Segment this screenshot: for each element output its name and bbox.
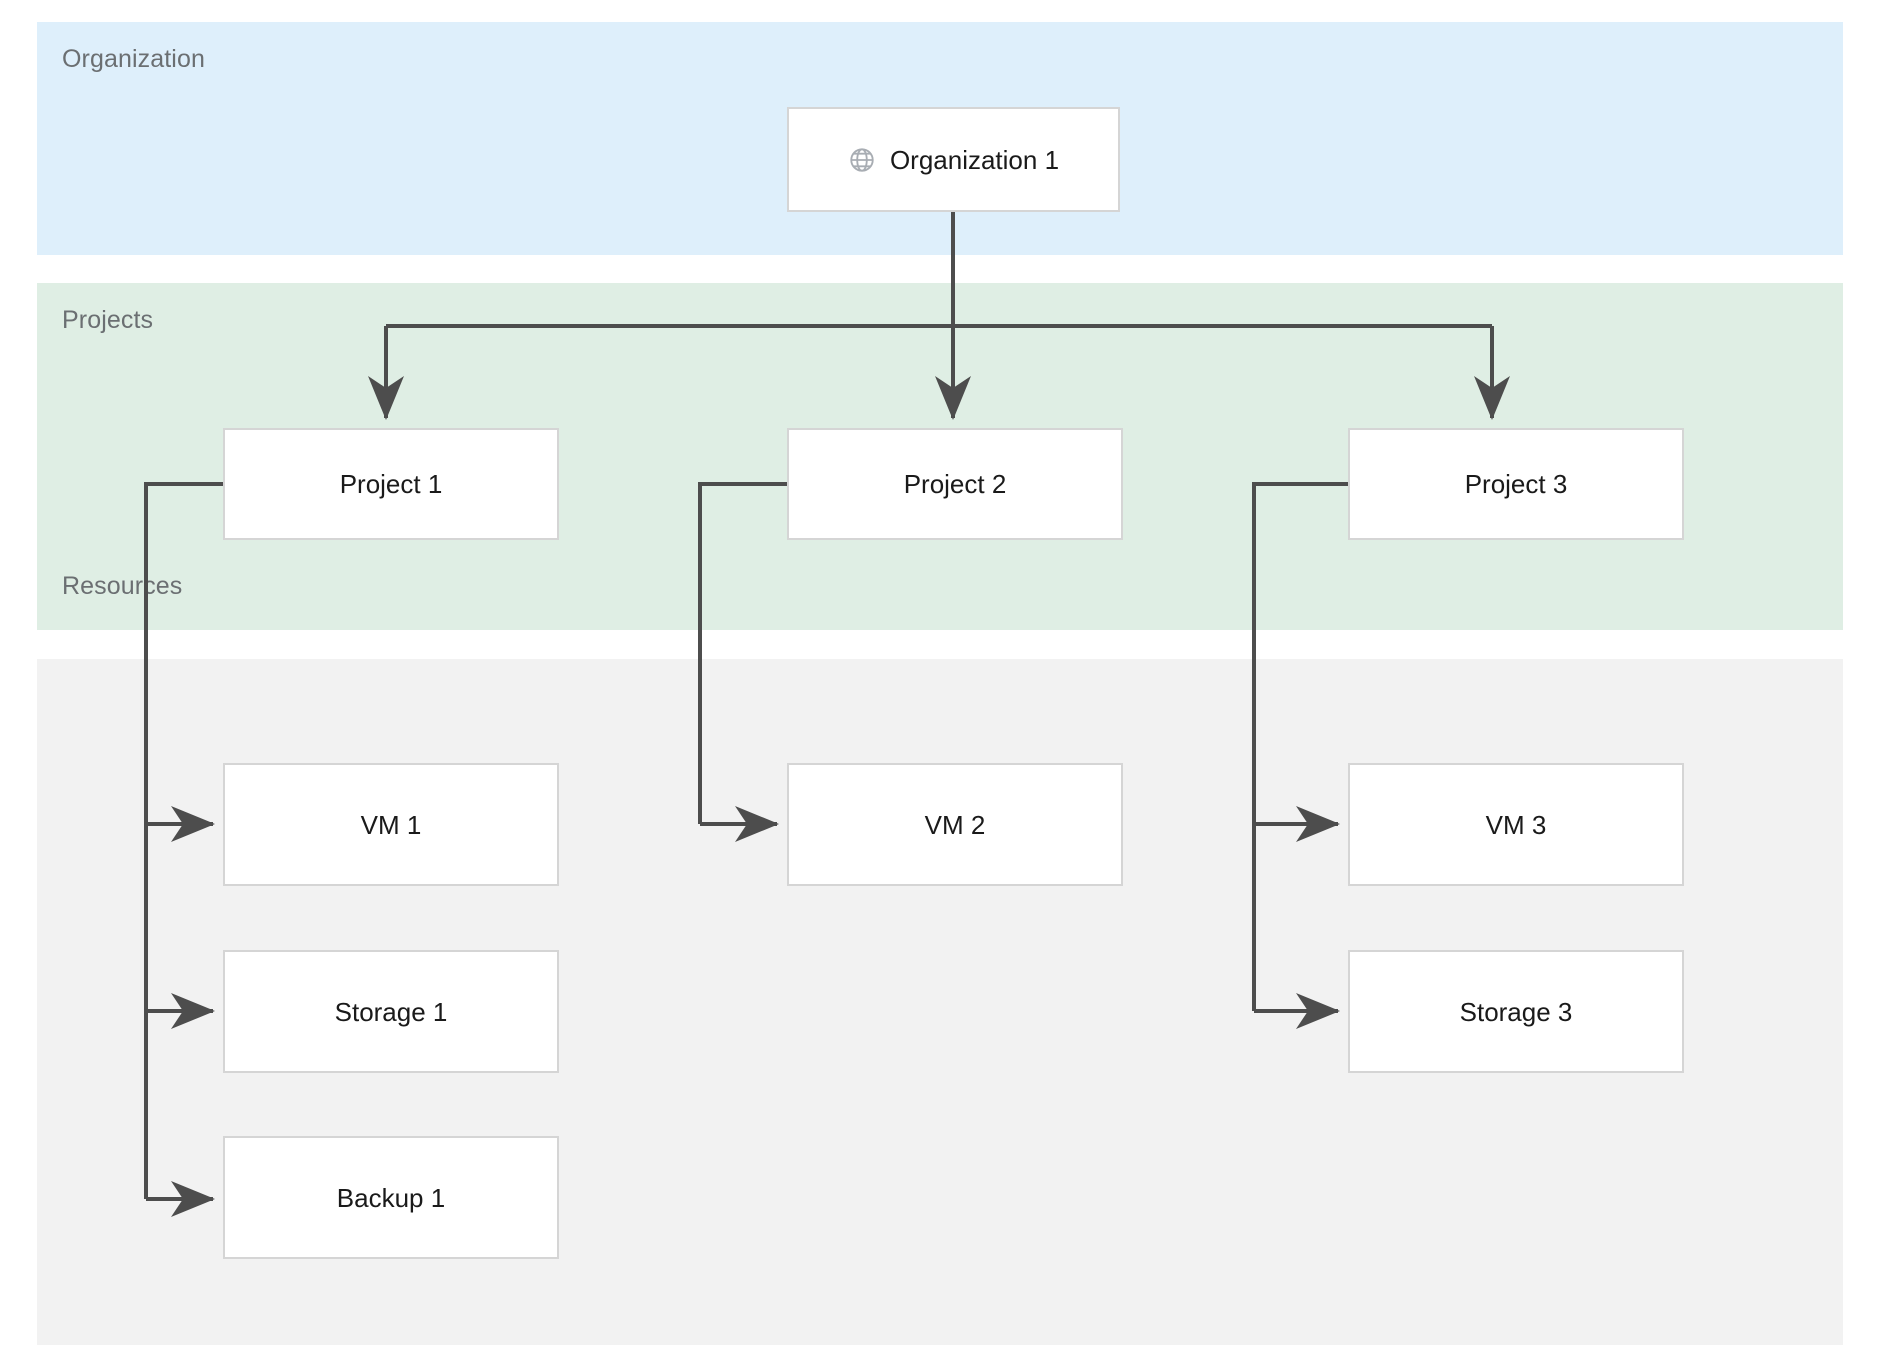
node-vm-2[interactable]: VM 2 bbox=[787, 763, 1123, 886]
node-vm-1[interactable]: VM 1 bbox=[223, 763, 559, 886]
node-project-3[interactable]: Project 3 bbox=[1348, 428, 1684, 540]
swimlane-label-projects: Projects bbox=[62, 306, 154, 334]
node-project-2[interactable]: Project 2 bbox=[787, 428, 1123, 540]
node-backup-1[interactable]: Backup 1 bbox=[223, 1136, 559, 1259]
swimlane-label-organization: Organization bbox=[62, 45, 205, 73]
node-label: Project 3 bbox=[1464, 469, 1568, 499]
node-project-1[interactable]: Project 1 bbox=[223, 428, 559, 540]
globe-icon bbox=[848, 146, 876, 174]
node-label: VM 3 bbox=[1485, 809, 1547, 840]
node-label: Storage 1 bbox=[334, 996, 448, 1027]
node-storage-3[interactable]: Storage 3 bbox=[1348, 950, 1684, 1073]
node-label: VM 1 bbox=[360, 809, 422, 840]
node-label: Organization 1 bbox=[889, 144, 1060, 175]
node-organization-1[interactable]: Organization 1 bbox=[787, 107, 1120, 212]
node-label: Project 2 bbox=[903, 469, 1007, 499]
node-label: Backup 1 bbox=[336, 1182, 446, 1213]
node-label: VM 2 bbox=[924, 809, 986, 840]
node-storage-1[interactable]: Storage 1 bbox=[223, 950, 559, 1073]
swimlane-label-resources: Resources bbox=[62, 572, 183, 600]
node-label: Storage 3 bbox=[1459, 996, 1573, 1027]
node-label: Project 1 bbox=[339, 469, 443, 499]
node-vm-3[interactable]: VM 3 bbox=[1348, 763, 1684, 886]
